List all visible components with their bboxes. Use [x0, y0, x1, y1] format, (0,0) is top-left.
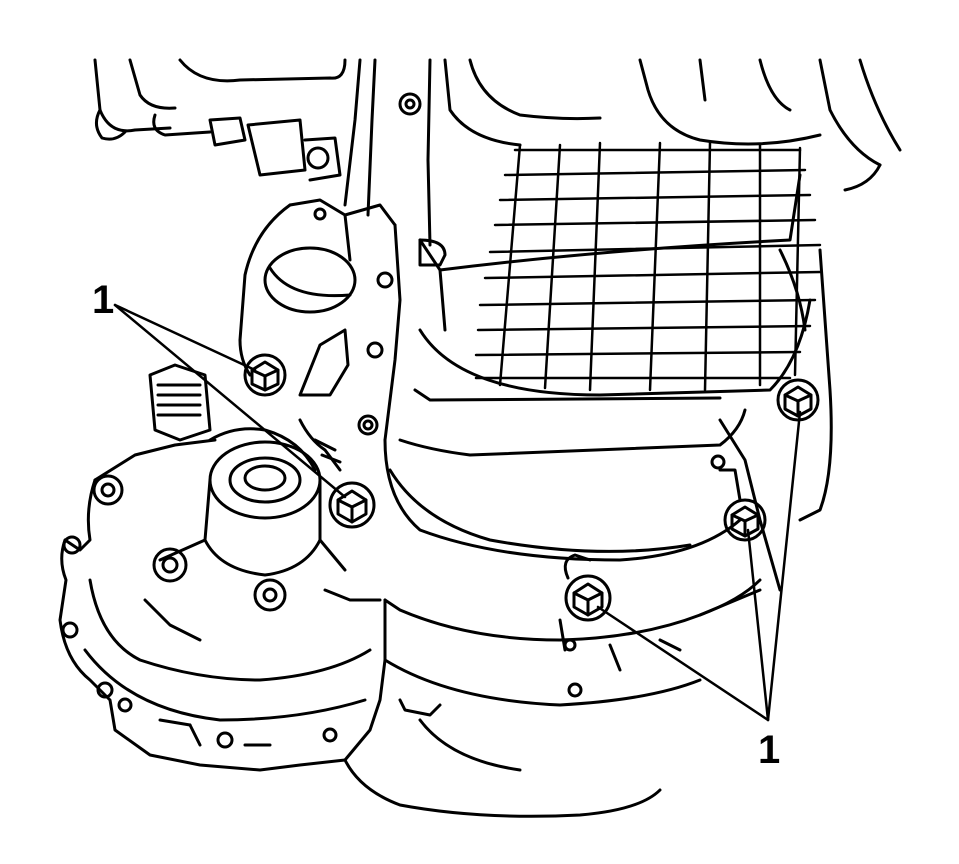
radiator-grid [474, 141, 822, 392]
bolt-upper-left [243, 353, 287, 397]
oil-pan [413, 173, 833, 522]
transaxle-case [58, 427, 387, 772]
leader-line-bottom-1 [596, 605, 770, 722]
bolt-right-upper [776, 378, 820, 422]
leader-line-bottom-2 [746, 528, 770, 722]
leader-line-top-1 [113, 303, 257, 372]
leader-line-bottom-3 [766, 410, 802, 722]
callout-label-top: 1 [92, 278, 115, 322]
leader-line-top-2 [113, 303, 347, 499]
mounting-bolts [243, 353, 820, 622]
bell-housing [238, 198, 782, 592]
leader-lines [113, 303, 802, 722]
bolt-center-bottom [563, 553, 612, 622]
engine-upper-outline [93, 58, 902, 247]
lower-case [343, 578, 762, 818]
output-shaft [148, 363, 342, 472]
bolt-center-left [328, 481, 376, 529]
bolt-right-lower [723, 498, 767, 542]
callout-label-bottom: 1 [758, 728, 781, 772]
